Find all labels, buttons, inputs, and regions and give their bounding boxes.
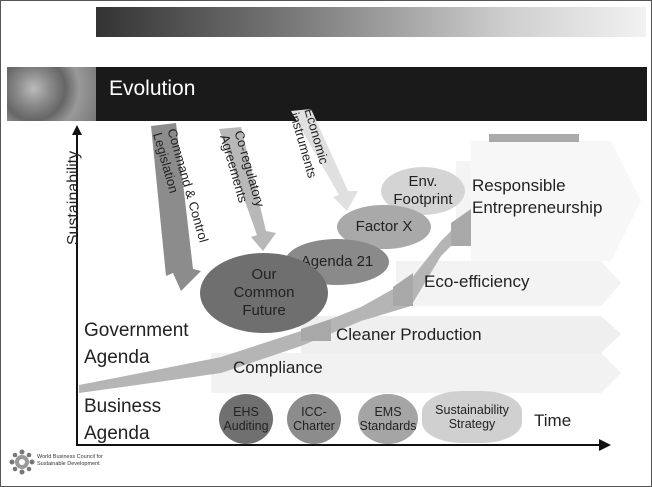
badge-ems-line-1: EMS	[374, 404, 402, 419]
factorx-label: Factor X	[355, 218, 413, 235]
header-image	[7, 67, 96, 121]
business-agenda: Business Agenda	[84, 394, 161, 447]
x-axis	[76, 444, 606, 446]
step-2	[393, 273, 413, 306]
badge-ehs-line-2: Auditing	[223, 419, 269, 433]
agenda21-label: Agenda 21	[300, 253, 374, 270]
stage-eco-efficiency: Eco-efficiency	[424, 272, 530, 291]
logo-line-2: Sustainable Development	[37, 460, 100, 467]
step-3	[451, 209, 471, 246]
growth-curve	[79, 211, 471, 393]
band-eco-efficiency	[396, 261, 621, 306]
badge-strategy-line-1: Sustainability	[435, 402, 509, 417]
government-agenda: Government Agenda	[84, 318, 189, 371]
upper-chevrons	[471, 141, 641, 261]
top-right-bar	[489, 134, 579, 142]
y-axis-label: Sustainability	[65, 150, 82, 246]
step-1	[301, 319, 331, 341]
arrow-economic	[291, 109, 358, 211]
arrow-coregulatory	[219, 127, 276, 251]
header-gradient-bar	[96, 7, 646, 37]
wbcsd-logo-icon	[9, 449, 35, 475]
y-axis-arrow	[72, 125, 82, 135]
envfoot-line-2: Footprint	[393, 191, 453, 208]
band-cleaner-production	[301, 316, 621, 353]
stage-responsible-line-2: Entrepreneurship	[472, 198, 603, 218]
ocf-line-2: Common	[233, 284, 295, 301]
slide-title: Evolution	[109, 77, 196, 100]
x-axis-label: Time	[534, 411, 572, 430]
badge-ehs-line-1: EHS	[233, 404, 259, 419]
badge-ems-line-2: Standards	[359, 419, 417, 433]
title-bar	[96, 67, 647, 121]
milestone-factor-x: Factor X	[337, 205, 431, 249]
stage-responsible-line-1: Responsible	[472, 176, 566, 195]
stage-cleaner-production: Cleaner Production	[336, 325, 482, 344]
ocf-line-3: Future	[242, 302, 286, 319]
wbcsd-logo-text: World Business Council for Sustainable D…	[37, 454, 103, 468]
badge-strategy-line-2: Strategy	[448, 417, 496, 431]
badge-icc-charter: ICC-Charter	[287, 394, 341, 444]
government-agenda-line-1: Government	[84, 320, 189, 341]
ocf-line-1: Our	[251, 266, 277, 283]
badge-icc-line-1: ICC-	[301, 404, 327, 419]
stage-compliance: Compliance	[233, 358, 323, 377]
business-agenda-line-2: Agenda	[84, 422, 150, 444]
logo-line-1: World Business Council for	[37, 454, 103, 460]
x-axis-arrow	[599, 439, 611, 451]
arrow-command-control	[151, 123, 201, 291]
government-agenda-line-2: Agenda	[84, 346, 150, 368]
band-compliance	[211, 353, 621, 393]
stage-responsible-entrepreneurship: Responsible Entrepreneurship	[472, 175, 602, 219]
envfoot-line-1: Env.	[408, 173, 438, 190]
badge-icc-line-2: Charter	[293, 419, 335, 433]
business-agenda-line-1: Business	[84, 396, 162, 417]
y-axis	[76, 131, 78, 446]
